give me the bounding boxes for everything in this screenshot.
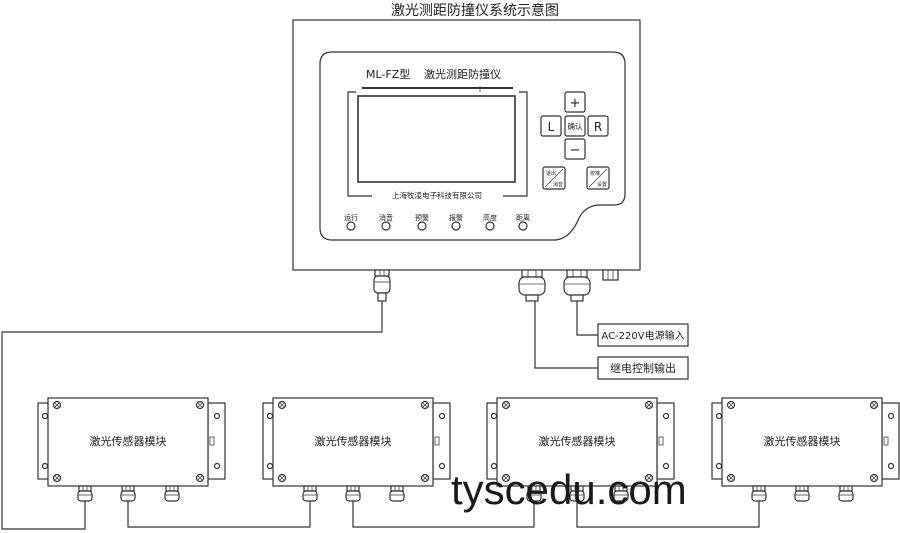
indicator-row: 运行 消音 预警 报警 高度 距离: [344, 213, 530, 231]
indicator-led-height: [485, 221, 495, 231]
controller-name: 激光测距防撞仪: [424, 67, 501, 81]
sensor-module-1: 激光传感器模块: [37, 397, 226, 513]
sensor-module-label: 激光传感器模块: [764, 434, 841, 448]
function-key-calibrate-setup: 校准 设置: [586, 166, 610, 190]
indicator-label-distance: 距离: [516, 213, 530, 222]
left-key: [540, 115, 562, 137]
relay-output-label: 继电控制输出: [610, 361, 676, 375]
indicator-led-distance: [518, 221, 528, 231]
indicator-label-run: 运行: [344, 213, 358, 222]
indicator-led-mute: [381, 221, 391, 231]
module-gland: [77, 485, 93, 502]
confirm-key-label: 确认: [568, 121, 583, 131]
indicator-led-alarm: [451, 221, 461, 231]
watermark: tyscedu.com: [451, 466, 687, 513]
sensor-module-label: 激光传感器模块: [539, 434, 616, 448]
diagram-title: 激光测距防撞仪系统示意图: [391, 2, 559, 19]
controller-front-panel: [319, 51, 626, 241]
minus-key: [564, 138, 586, 160]
sensor-module-2: 激光传感器模块: [262, 397, 451, 513]
indicator-led-prewarn: [417, 221, 427, 231]
sensor-module-label: 激光传感器模块: [90, 434, 167, 448]
controller-power-gland: [563, 269, 591, 302]
module-gland: [389, 485, 405, 502]
module-gland: [164, 485, 180, 502]
bus-cable-main: [1, 300, 383, 530]
power-cable: [576, 300, 598, 336]
display-screen: [347, 86, 528, 197]
minus-key-label: −: [570, 143, 581, 158]
bus-cable-3-4: [576, 513, 760, 528]
power-input-label: AC-220V电源输入: [601, 329, 684, 342]
controller-small-port: [602, 269, 619, 281]
relay-output-box: [597, 356, 689, 380]
function-key-bottom-label: 消音: [553, 181, 563, 188]
function-key-top-label: 校准: [590, 170, 600, 177]
bus-cable-1-2: [127, 513, 311, 528]
bus-cable-2-3: [352, 513, 535, 528]
right-key-label: R: [594, 120, 602, 134]
confirm-key: [564, 115, 586, 137]
controller-relay-gland: [518, 269, 546, 302]
plus-key-label: +: [570, 96, 581, 111]
function-key-top-label: 退出: [546, 170, 556, 177]
relay-cable: [534, 300, 598, 369]
module-gland: [751, 485, 767, 502]
plus-key: [564, 91, 586, 113]
indicator-label-prewarn: 预警: [415, 213, 429, 222]
power-input-box: [597, 323, 689, 347]
indicator-label-alarm: 报警: [449, 213, 463, 222]
module-gland: [302, 485, 318, 502]
indicator-label-height: 高度: [483, 213, 497, 222]
indicator-label-mute: 消音: [379, 213, 393, 222]
sensor-module-3: 激光传感器模块: [486, 397, 675, 513]
keypad: + L 确认 R −: [540, 91, 609, 160]
sensor-module-4: 激光传感器模块: [711, 397, 900, 513]
module-gland: [794, 485, 810, 502]
module-gland: [838, 485, 854, 502]
function-key-exit-mute: 退出 消音: [542, 166, 566, 190]
left-key-label: L: [548, 120, 555, 134]
controller-model: ML-FZ型: [366, 67, 410, 81]
right-key: [587, 115, 609, 137]
module-gland: [345, 485, 361, 502]
controller-bus-gland: [373, 269, 391, 302]
function-key-bottom-label: 设置: [597, 181, 607, 188]
sensor-module-label: 激光传感器模块: [315, 434, 392, 448]
controller-unit: ML-FZ型 激光测距防撞仪 上海牧淩电子科技有限公司 + L 确认 R −: [292, 19, 641, 302]
indicator-led-run: [346, 221, 356, 231]
module-gland: [120, 485, 136, 502]
company-name: 上海牧淩电子科技有限公司: [392, 190, 482, 200]
